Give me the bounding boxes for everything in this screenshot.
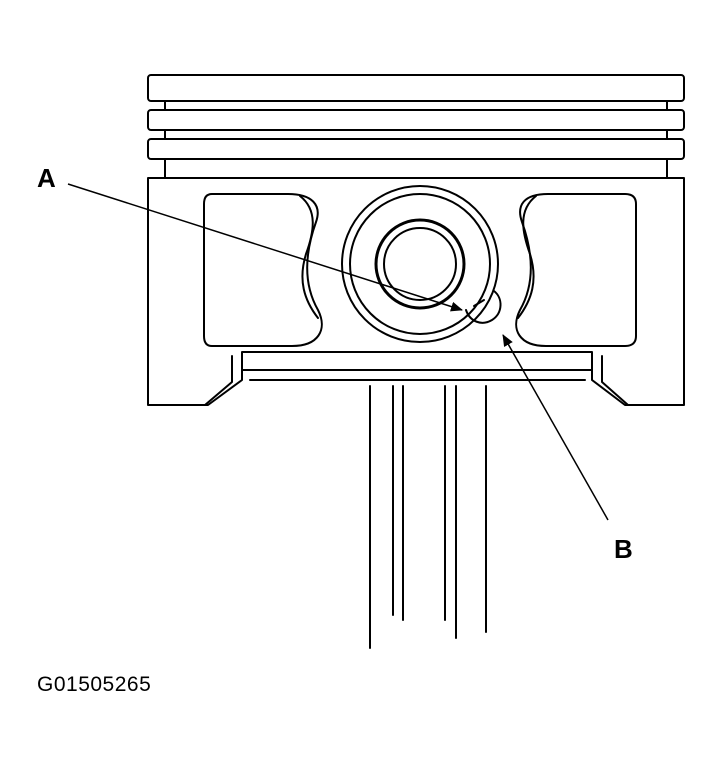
piston-pin [383,227,457,301]
leader-line-a [67,183,463,312]
pin-bore-inner [349,193,491,335]
ring-land-second [147,109,685,131]
piston-rings [147,74,685,179]
piston-skirt [147,177,685,406]
ring-land-third [147,138,685,160]
connecting-rod [369,385,487,649]
ring-land-top [147,74,685,102]
circlip-ring [374,218,466,310]
circlip-gap [465,290,502,324]
right-boss-pocket [515,193,637,347]
figure-id: G01505265 [37,673,152,696]
leader-line-b [502,334,609,521]
callout-label-a: A [37,163,56,193]
callout-label-b: B [614,534,633,564]
left-boss-pocket [203,193,323,347]
skirt-inner-relief [204,355,233,406]
pin-bore-outer [341,185,499,343]
